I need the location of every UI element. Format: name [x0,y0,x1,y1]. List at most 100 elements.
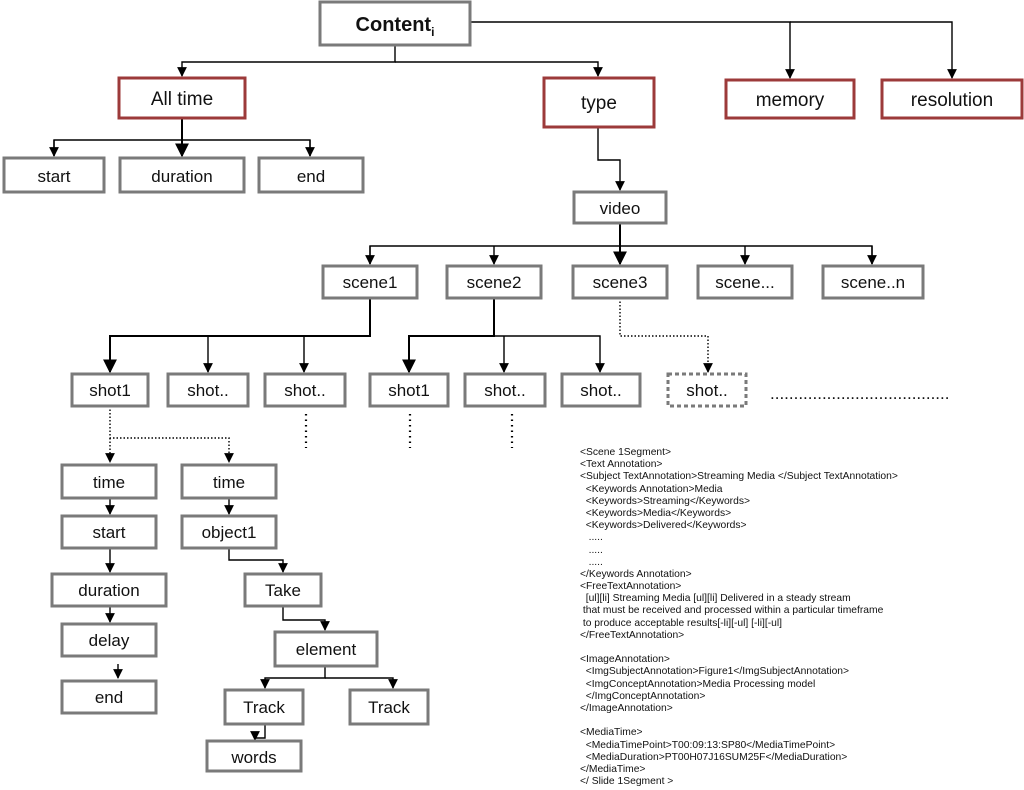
node-at-duration: duration [118,156,246,194]
xml-line: to produce acceptable results[-li][-ul] … [580,617,783,629]
node-type: type [542,76,656,129]
xml-line: <Keywords>Streaming</Keywords> [580,495,750,507]
node-s1-shot1: shot1 [70,372,150,408]
node-content-root: Contenti [318,0,472,47]
xml-line: <MediaTimePoint>T00:09:13:SP80</MediaTim… [580,739,836,751]
xml-line: </ Slide 1Segment > [580,776,674,788]
node-object1: object1 [180,514,278,550]
object1-label: object1 [202,523,257,542]
s1-shot1-label: shot1 [89,381,131,400]
node-video: video [572,190,668,225]
xml-line: <ImgSubjectAnnotation>Figure1</ImgSubjec… [580,666,850,678]
node-left-duration: duration [50,572,168,608]
left-duration-label: duration [78,581,139,600]
xml-line [580,715,1010,727]
s2-shot3-label: shot.. [580,381,622,400]
node-take: Take [243,572,323,608]
node-track1: Track [223,688,305,726]
all-time-label: All time [151,89,213,110]
left-start-label: start [92,523,125,542]
left-delay-label: delay [89,631,130,650]
xml-line: <FreeTextAnnotation> [580,581,682,593]
node-left-end: end [60,679,158,715]
node-scene-n: scene..n [821,264,925,300]
node-s1-shot2: shot.. [166,372,250,408]
s3-shot-label: shot.. [686,381,728,400]
connectors [49,21,957,741]
xml-line: <ImgConceptAnnotation>Media Processing m… [580,678,816,690]
root-label: Content [356,14,432,36]
s1-shot2-label: shot.. [187,381,229,400]
node-scene3: scene3 [571,264,669,300]
xml-line [580,642,1010,654]
node-left-time: time [60,463,158,500]
xml-line: </ImageAnnotation> [580,702,673,714]
s1-shot3-label: shot.. [284,381,326,400]
right-time-label: time [213,473,245,492]
words-label: words [230,748,276,767]
s2-shot1-label: shot1 [388,381,430,400]
xml-line: [ul][li] Streaming Media [ul][li] Delive… [580,593,851,605]
scene-n-label: scene..n [841,273,905,292]
node-memory: memory [724,78,856,120]
left-time-label: time [93,473,125,492]
xml-annotation-block: <Scene 1Segment><Text Annotation><Subjec… [580,447,1010,788]
node-words: words [205,739,303,773]
node-element: element [273,630,379,668]
xml-line: <ImageAnnotation> [580,654,670,666]
root-subscript: i [431,25,434,39]
track2-label: Track [368,698,410,717]
xml-line: ..... [580,544,603,556]
xml-line: </MediaTime> [580,763,646,775]
track1-label: Track [243,698,285,717]
resolution-label: resolution [911,90,993,111]
xml-line: <MediaTime> [580,727,643,739]
nodes: Contenti All time type memory resolution… [2,0,1024,773]
video-label: video [600,199,641,218]
node-s1-shot3: shot.. [263,372,347,408]
xml-line: ..... [580,532,603,544]
node-right-time: time [180,463,278,500]
node-at-end: end [257,156,365,194]
s2-shot2-label: shot.. [484,381,526,400]
shots-continuation: ...................................... [770,384,949,403]
xml-line: <Scene 1Segment> [580,447,672,458]
node-resolution: resolution [880,78,1024,120]
take-label: Take [265,581,301,600]
element-label: element [296,640,357,659]
xml-line: <Keywords Annotation>Media [580,483,723,495]
node-s2-shot1: shot1 [368,372,450,408]
at-start-label: start [37,167,70,186]
node-left-start: start [60,514,158,550]
node-s2-shot3: shot.. [560,372,642,408]
scene-more-label: scene... [715,273,775,292]
type-label: type [581,93,617,114]
left-end-label: end [95,688,123,707]
node-at-start: start [2,156,106,194]
continuation-dots [304,414,514,448]
xml-line: <Text Annotation> [580,459,663,471]
node-scene-more: scene... [696,264,794,300]
node-left-delay: delay [60,622,158,658]
scene3-label: scene3 [593,273,648,292]
node-track2: Track [348,688,430,726]
scene1-label: scene1 [343,273,398,292]
node-s3-shot: shot.. [666,372,748,408]
xml-line: </Keywords Annotation> [580,568,692,580]
node-scene1: scene1 [321,264,419,300]
xml-line: <Keywords>Delivered</Keywords> [580,520,747,532]
node-scene2: scene2 [445,264,543,300]
xml-line: that must be received and processed with… [580,605,884,617]
scene2-label: scene2 [467,273,522,292]
xml-line: ..... [580,556,603,568]
node-all-time: All time [117,76,247,120]
xml-line: <MediaDuration>PT00H07J16SUM25F</MediaDu… [580,751,848,763]
xml-line: <Subject TextAnnotation>Streaming Media … [580,471,898,483]
memory-label: memory [756,90,825,111]
svg-text:Contenti: Contenti [356,14,435,39]
xml-line: <Keywords>Media</Keywords> [580,507,732,519]
at-end-label: end [297,167,325,186]
node-s2-shot2: shot.. [463,372,547,408]
at-duration-label: duration [151,167,212,186]
